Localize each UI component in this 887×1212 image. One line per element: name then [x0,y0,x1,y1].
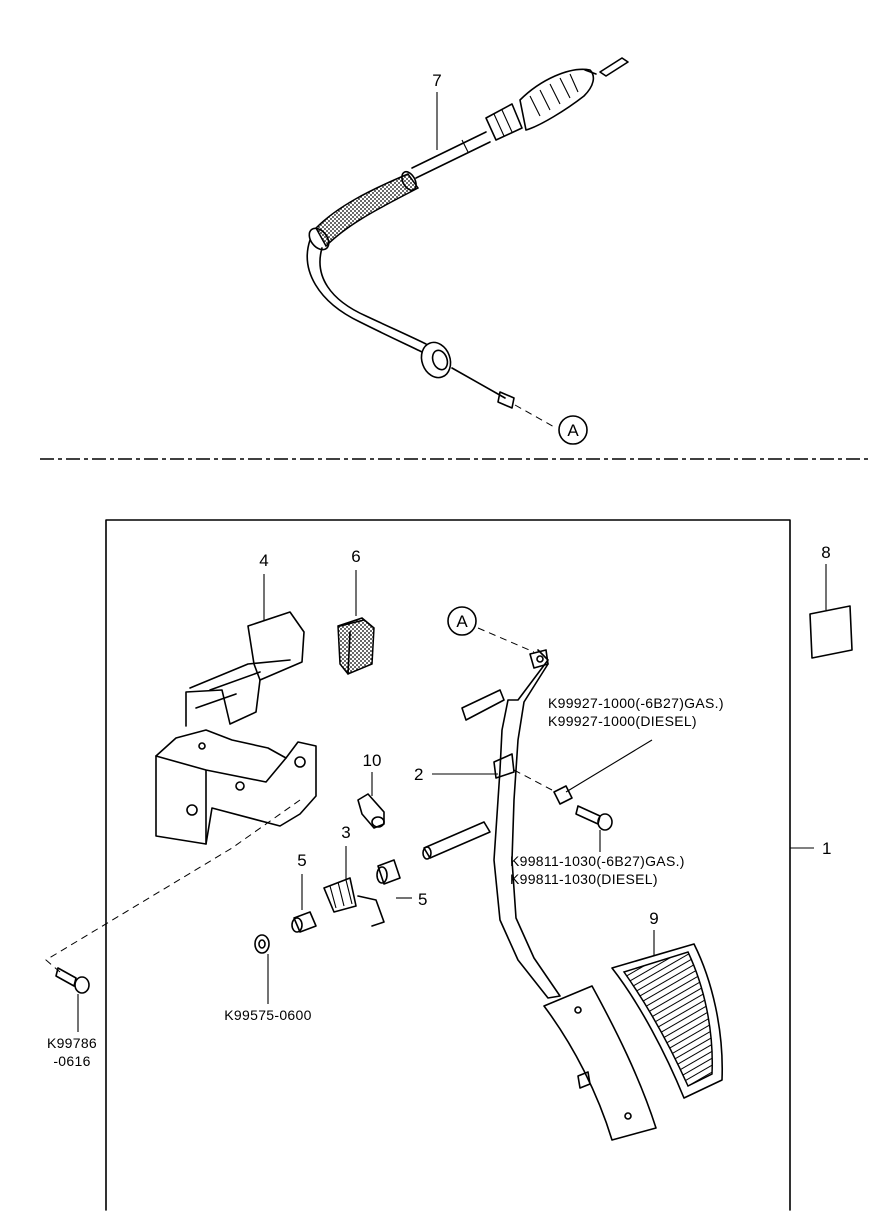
callout-5-right: 5 [418,890,427,909]
callout-7: 7 [432,71,441,90]
washer[interactable] [254,934,270,954]
nut-part-code-diesel: K99927-1000(DIESEL) [548,713,697,729]
callout-9: 9 [649,909,658,928]
mounting-screw[interactable] [55,967,90,994]
nut-part-code-gas: K99927-1000(-6B27)GAS.) [548,695,724,711]
caution-label[interactable] [809,605,853,659]
callout-3: 3 [341,823,350,842]
svg-text:A: A [456,612,468,631]
screw-part-code-line1: K99786 [47,1035,97,1051]
bolt-part-code-diesel: K99811-1030(DIESEL) [510,871,658,887]
rubber-pad[interactable] [337,617,375,675]
callout-6: 6 [351,547,360,566]
washer-part-code: K99575-0600 [224,1007,311,1023]
pedal-stopper[interactable] [357,793,385,829]
callout-10: 10 [363,751,382,770]
accelerator-cable[interactable] [305,57,629,409]
reference-a-top: A [558,415,588,445]
svg-text:A: A [567,421,579,440]
bushing-left[interactable] [291,911,317,933]
callout-4: 4 [259,551,268,570]
pedal-rubber-cover[interactable] [611,943,724,1099]
bushing-right[interactable] [376,859,401,885]
pedal-bracket[interactable] [155,611,317,845]
pedal-arm[interactable] [422,649,657,1141]
pedal-nut[interactable] [553,785,573,805]
screw-part-code-line2: -0616 [53,1053,90,1069]
reference-a-bottom: A [447,606,477,636]
callout-8: 8 [821,543,830,562]
callout-2: 2 [414,765,423,784]
bolt-part-code-gas: K99811-1030(-6B27)GAS.) [510,853,685,869]
callout-5-left: 5 [297,851,306,870]
callout-1: 1 [822,839,831,858]
return-spring[interactable] [323,877,385,927]
assembly-frame [105,519,791,1211]
pedal-bolt[interactable] [575,805,613,831]
